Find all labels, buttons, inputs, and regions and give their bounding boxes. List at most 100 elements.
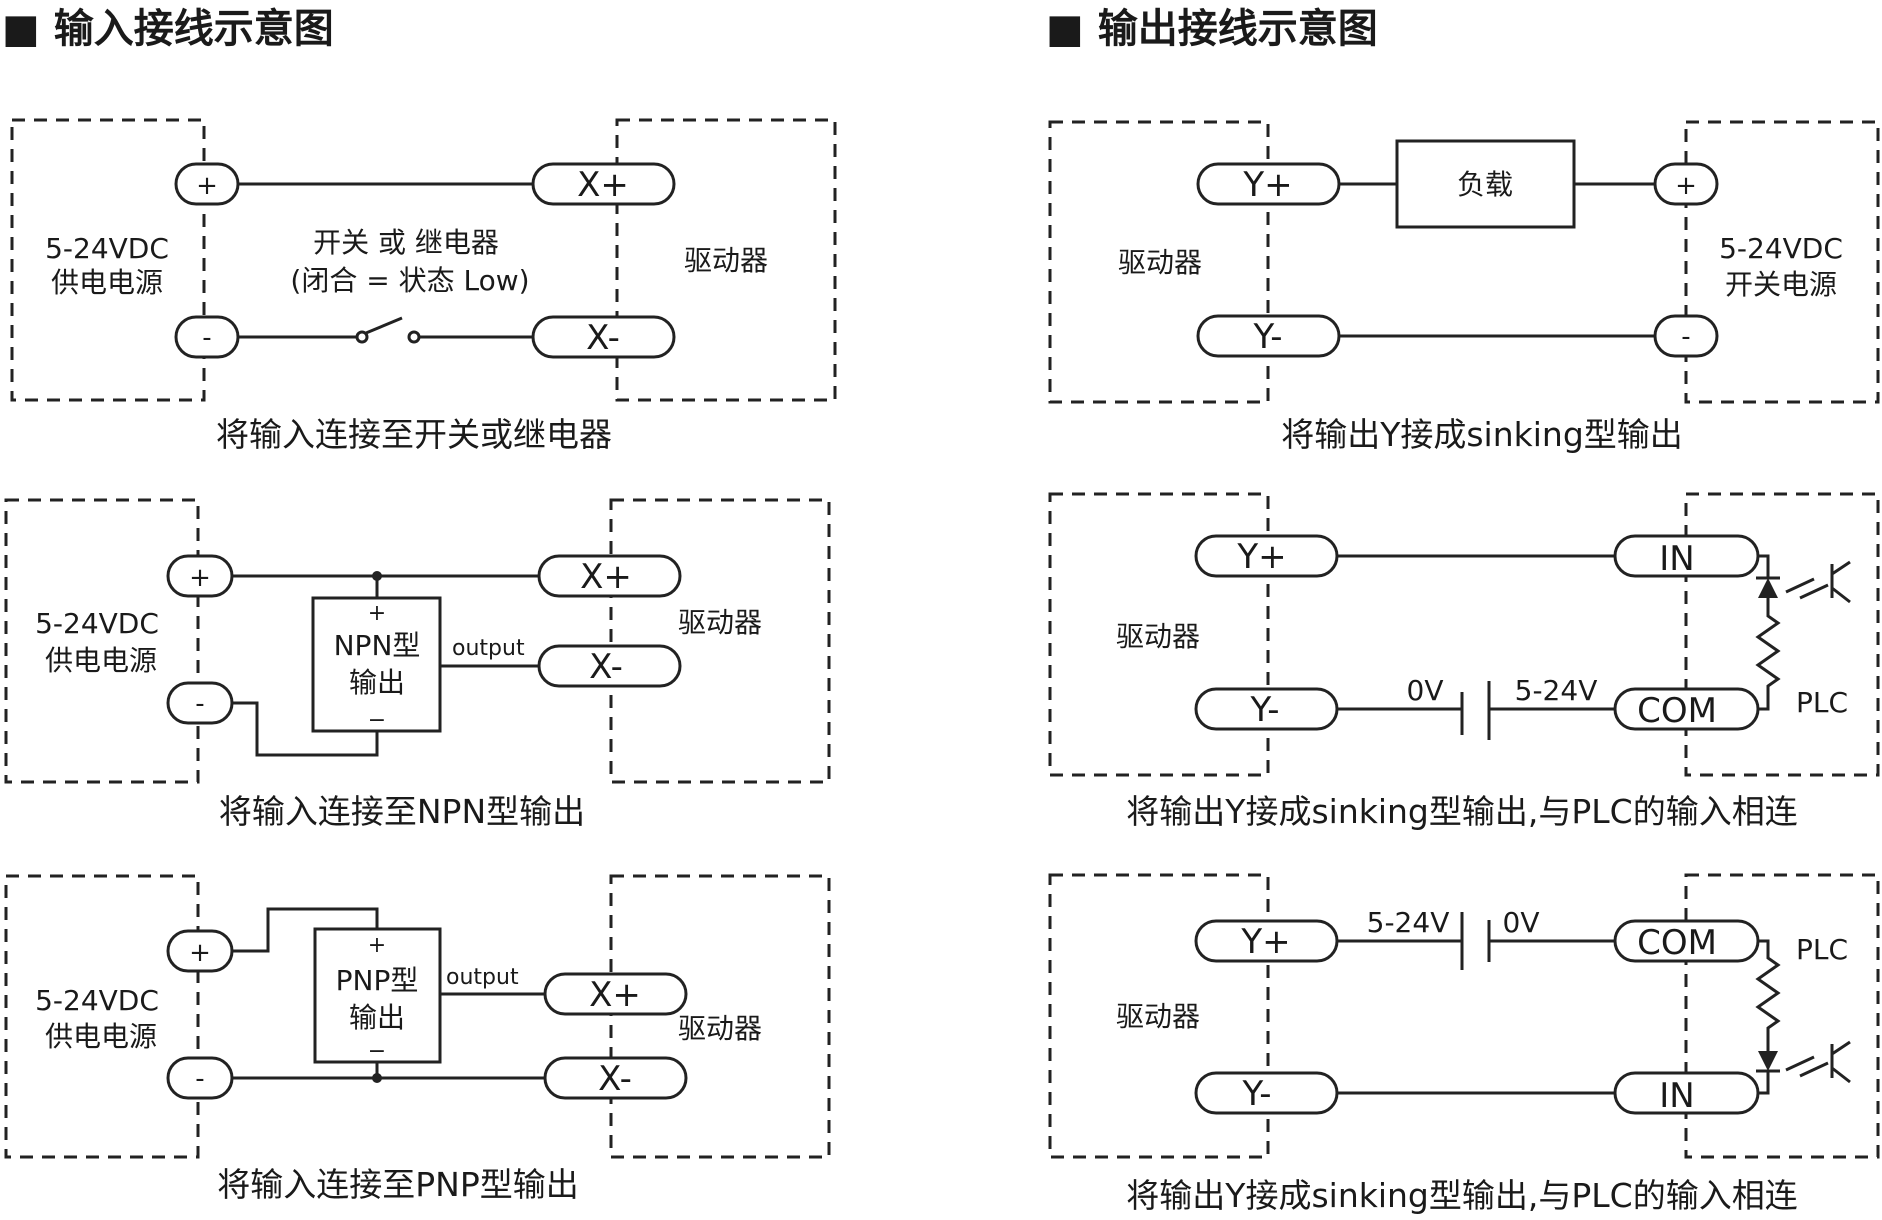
pin-y-plus [1196, 162, 1341, 206]
npn-device-box [311, 596, 442, 733]
device-plus-sign: + [368, 601, 386, 626]
volt-label-left: 0V [1407, 674, 1444, 707]
caption: 将输入连接至PNP型输出 [217, 1165, 579, 1204]
input-diagram-npn: 5-24VDC 供电电源 驱动器 + NPN型 输出 − output + - … [4, 498, 831, 831]
input-section-heading: ■ 输入接线示意图 [2, 6, 334, 52]
pin-in-label: IN [1659, 1076, 1694, 1116]
led-diode-symbol [1758, 578, 1778, 598]
output-diagram-load: 驱动器 5-24VDC 开关电源 负载 Y+ Y- + - 将输出Y接成sink… [1048, 120, 1880, 454]
supply-label-name: 供电电源 [45, 644, 157, 677]
pin-in-label: IN [1659, 539, 1694, 579]
plus-wire [230, 907, 379, 953]
output-label: output [452, 636, 525, 661]
minus-wire [230, 701, 379, 757]
pnp-device-box [313, 927, 442, 1064]
pin-plus [1653, 162, 1719, 206]
switch-label: 开关 或 继电器 [313, 226, 499, 259]
output-diagram-plc-a: 驱动器 0V 5-24V Y+ Y- IN COM PLC 将输出Y接成sink… [1048, 492, 1880, 831]
pin-com-label: COM [1637, 923, 1717, 963]
pin-minus [166, 681, 234, 725]
caption: 将输出Y接成sinking型输出,与PLC的输入相连 [1126, 1176, 1797, 1215]
pin-x-minus-label: X- [589, 647, 623, 687]
supply-label-voltage: 5-24VDC [1719, 232, 1843, 265]
load-box [1395, 139, 1576, 229]
plc-label: PLC [1796, 933, 1848, 966]
output-label: output [446, 965, 519, 990]
pin-x-minus [537, 644, 682, 688]
input-diagram-switch: 5-24VDC 供电电源 驱动器 + - X+ X- 开关 或 继电器 (闭合 … [10, 118, 837, 454]
pin-minus-label: - [1681, 322, 1690, 352]
pin-y-plus-label: Y+ [1240, 922, 1290, 962]
pin-plus [166, 929, 234, 973]
volt-label-left: 5-24V [1367, 906, 1450, 939]
pin-minus-label: - [202, 323, 211, 353]
pin-minus [174, 315, 240, 359]
driver-box [609, 498, 831, 784]
pin-x-minus [543, 1056, 688, 1100]
pin-y-minus-label: Y- [1241, 1074, 1271, 1114]
device-minus-sign: − [368, 1039, 386, 1064]
pin-minus-label: - [195, 689, 204, 719]
driver-label: 驱动器 [1118, 246, 1202, 279]
driver-label: 驱动器 [1116, 620, 1200, 653]
supply-label-voltage: 5-24VDC [45, 232, 169, 265]
plc-label: PLC [1796, 686, 1848, 719]
supply-label-name: 供电电源 [45, 1020, 157, 1053]
supply-box [1684, 120, 1880, 404]
switch-blade [365, 316, 403, 335]
pin-x-plus-label: X+ [577, 165, 629, 205]
supply-label-name: 开关电源 [1725, 268, 1837, 301]
pin-plus-label: + [189, 563, 211, 593]
pin-x-minus [531, 315, 676, 359]
junction-dot [372, 571, 382, 581]
pin-x-plus-label: X+ [580, 557, 632, 597]
supply-label-voltage: 5-24VDC [35, 984, 159, 1017]
volt-label-right: 0V [1503, 906, 1540, 939]
pin-plus [174, 162, 240, 206]
volt-label-right: 5-24V [1515, 674, 1598, 707]
switch-contact-right [407, 330, 421, 344]
pin-y-plus-label: Y+ [1236, 537, 1286, 577]
supply-box [10, 118, 206, 402]
supply-box [4, 874, 200, 1159]
switch-contact-left [355, 330, 369, 344]
driver-label: 驱动器 [678, 606, 762, 639]
device-minus-sign: − [368, 708, 386, 733]
supply-label-name: 供电电源 [51, 266, 163, 299]
pin-plus-label: + [1675, 171, 1697, 201]
pin-y-plus [1194, 534, 1339, 578]
pin-y-minus-label: Y- [1252, 317, 1282, 357]
pin-com-label: COM [1637, 691, 1717, 731]
supply-label-voltage: 5-24VDC [35, 607, 159, 640]
caption: 将输入连接至NPN型输出 [219, 792, 585, 831]
input-diagram-pnp: 5-24VDC 供电电源 驱动器 + PNP型 输出 − output + - … [4, 874, 831, 1204]
device-type-label: NPN型 [334, 629, 421, 662]
switch-note: (闭合 = 状态 Low) [290, 264, 529, 297]
pin-plus-label: + [196, 171, 218, 201]
output-diagram-plc-b: 驱动器 5-24V 0V Y+ Y- COM IN PLC 将输出Y接成sink… [1048, 873, 1880, 1215]
resistor-symbol [1755, 598, 1781, 711]
pin-minus [166, 1056, 234, 1100]
device-output-label: 输出 [349, 666, 405, 699]
device-plus-sign: + [368, 933, 386, 958]
pin-y-plus-label: Y+ [1242, 165, 1292, 205]
junction-dot [372, 1073, 382, 1083]
pin-minus-label: - [195, 1064, 204, 1094]
pin-plus [166, 554, 234, 598]
optocoupler [1755, 939, 1851, 1095]
pin-y-minus [1194, 687, 1339, 731]
caption: 将输出Y接成sinking型输出,与PLC的输入相连 [1126, 792, 1797, 831]
pin-x-plus-label: X+ [589, 975, 641, 1015]
driver-label: 驱动器 [678, 1012, 762, 1045]
caption: 将输出Y接成sinking型输出 [1281, 415, 1683, 454]
pin-y-minus [1196, 314, 1341, 358]
pin-y-minus [1194, 1071, 1339, 1115]
device-output-label: 输出 [349, 1001, 405, 1034]
pin-x-plus [531, 162, 676, 206]
resistor-symbol [1755, 939, 1781, 1051]
output-section-heading: ■ 输出接线示意图 [1046, 6, 1378, 52]
pin-x-minus-label: X- [598, 1059, 632, 1099]
supply-box [4, 498, 200, 784]
device-type-label: PNP型 [336, 964, 419, 997]
